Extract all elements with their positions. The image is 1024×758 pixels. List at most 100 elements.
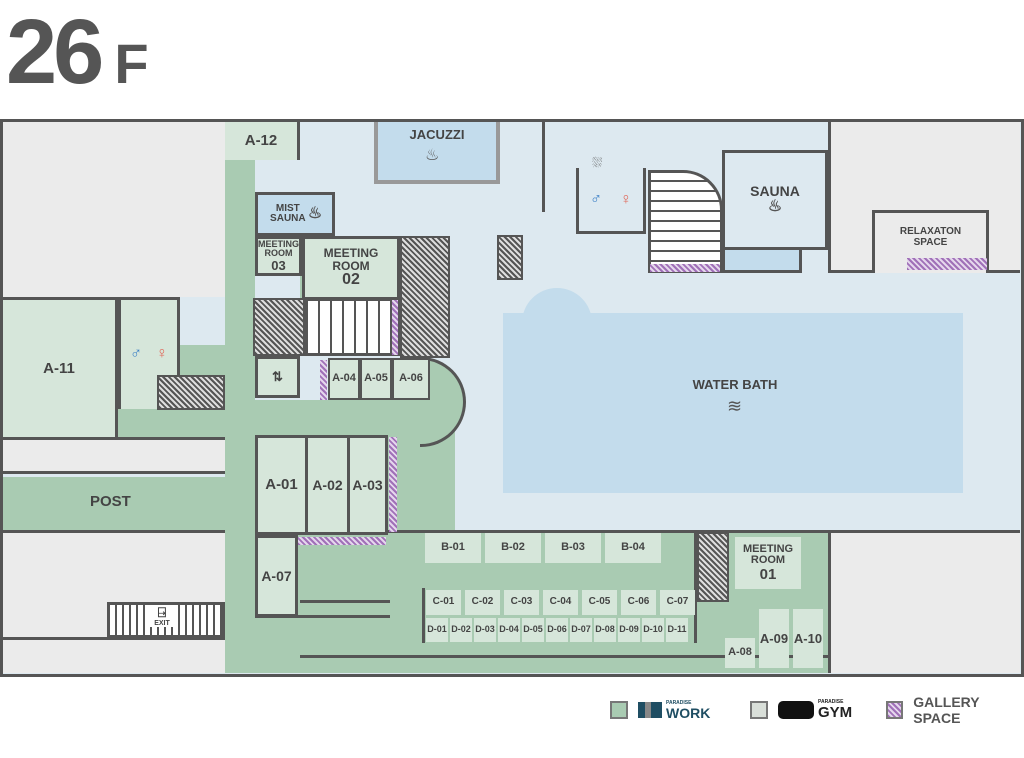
meeting-room-number: 02 [342,271,360,289]
work-swatch [610,701,628,719]
male-icon: ♂ [590,190,602,208]
room-a09[interactable]: A-09 [759,609,789,668]
room-d10[interactable]: D-10 [642,618,664,642]
room-d02[interactable]: D-02 [450,618,472,642]
floor-number: 26 [6,1,104,103]
sauna-shower [722,250,802,273]
room-b01[interactable]: B-01 [425,533,481,563]
room-c02[interactable]: C-02 [465,590,500,615]
meeting-room-number: 01 [759,565,777,583]
stairwell-left [157,375,225,410]
sauna-icon: ♨ [767,197,783,215]
wall [542,122,545,212]
sauna-label: SAUNA [750,183,800,200]
jacuzzi-label: JACUZZI [409,127,465,142]
work-label: WORK [666,704,711,721]
room-label: C-03 [510,596,533,608]
gym-label: GYM [818,704,853,721]
room-d01[interactable]: D-01 [426,618,448,642]
room-d08[interactable]: D-08 [594,618,616,642]
room-a01[interactable]: A-01 [255,435,308,535]
room-a02[interactable]: A-02 [308,435,350,535]
water-bath-label: WATER BATH [692,377,778,392]
room-label: D-08 [595,624,615,635]
jacuzzi[interactable] [374,122,500,184]
gallery-wall [389,437,397,532]
gym-area-right-bottom [828,530,1020,673]
shaft-3 [697,532,729,602]
exit-label: EXIT [154,619,170,627]
room-c05[interactable]: C-05 [582,590,617,615]
room-b03[interactable]: B-03 [545,533,601,563]
room-a10[interactable]: A-10 [793,609,823,668]
elevator[interactable]: ⇅ [255,356,300,398]
room-a11[interactable]: A-11 [3,297,118,437]
water-bath[interactable] [503,313,963,493]
room-a12[interactable]: A-12 [225,122,300,160]
shaft-2 [253,298,305,356]
room-c01[interactable]: C-01 [426,590,461,615]
room-label: C-07 [666,596,689,608]
room-b04[interactable]: B-04 [605,533,661,563]
room-label: D-03 [475,624,495,635]
b-row: B-01 B-02 B-03 B-04 [425,533,661,563]
room-d07[interactable]: D-07 [570,618,592,642]
room-d11[interactable]: D-11 [666,618,688,642]
room-d04[interactable]: D-04 [498,618,520,642]
room-c03[interactable]: C-03 [504,590,539,615]
exit-sign: ⍈EXIT [150,604,174,628]
room-c04[interactable]: C-04 [543,590,578,615]
wall [255,615,390,618]
gym-area-topleft [3,122,225,297]
room-a08[interactable]: A-08 [725,638,755,668]
room-d03[interactable]: D-03 [474,618,496,642]
room-label: A-07 [261,567,292,584]
room-label: D-02 [451,624,471,635]
room-label: C-04 [549,596,572,608]
sauna-person-icon: ♨ [307,204,323,222]
room-b02[interactable]: B-02 [485,533,541,563]
room-label: A-02 [312,476,343,493]
room-c06[interactable]: C-06 [621,590,656,615]
room-label: A-10 [793,630,823,646]
exit-icon: ⍈ [157,604,167,620]
room-label: A-01 [265,476,298,494]
female-icon: ♀ [156,345,168,363]
room-label: B-03 [561,541,585,554]
room-label: B-02 [501,541,525,554]
gallery-wall [392,300,398,355]
sauna[interactable]: SAUNA♨ [722,150,828,250]
wall [422,588,425,643]
room-d06[interactable]: D-06 [546,618,568,642]
gallery-wall [320,360,327,400]
corridor-post [3,477,255,530]
gallery-swatch [886,701,904,719]
room-label: C-01 [432,596,455,608]
room-a07[interactable]: A-07 [255,535,298,617]
room-c07[interactable]: C-07 [660,590,695,615]
room-a04[interactable]: A-04 [328,358,360,400]
work-small: PARADISE [666,699,692,706]
room-a05[interactable]: A-05 [360,358,392,400]
gallery-wall [907,258,987,270]
room-a06[interactable]: A-06 [392,358,430,400]
room-d05[interactable]: D-05 [522,618,544,642]
male-icon: ♂ [130,345,142,363]
room-d09[interactable]: D-09 [618,618,640,642]
shaft-4 [497,235,523,280]
room-a03[interactable]: A-03 [350,435,388,535]
mist-sauna[interactable]: MIST SAUNA♨ [255,192,335,236]
meeting-room-label: MEETING ROOM [323,246,379,273]
room-label: D-10 [643,624,663,635]
wall [300,600,390,603]
room-label: A-12 [244,132,278,150]
room-label: C-05 [588,596,611,608]
restrooms-spa[interactable]: ♂♀ [576,168,646,234]
c-row: C-01 C-02 C-03 C-04 C-05 C-06 C-07 [426,590,695,615]
